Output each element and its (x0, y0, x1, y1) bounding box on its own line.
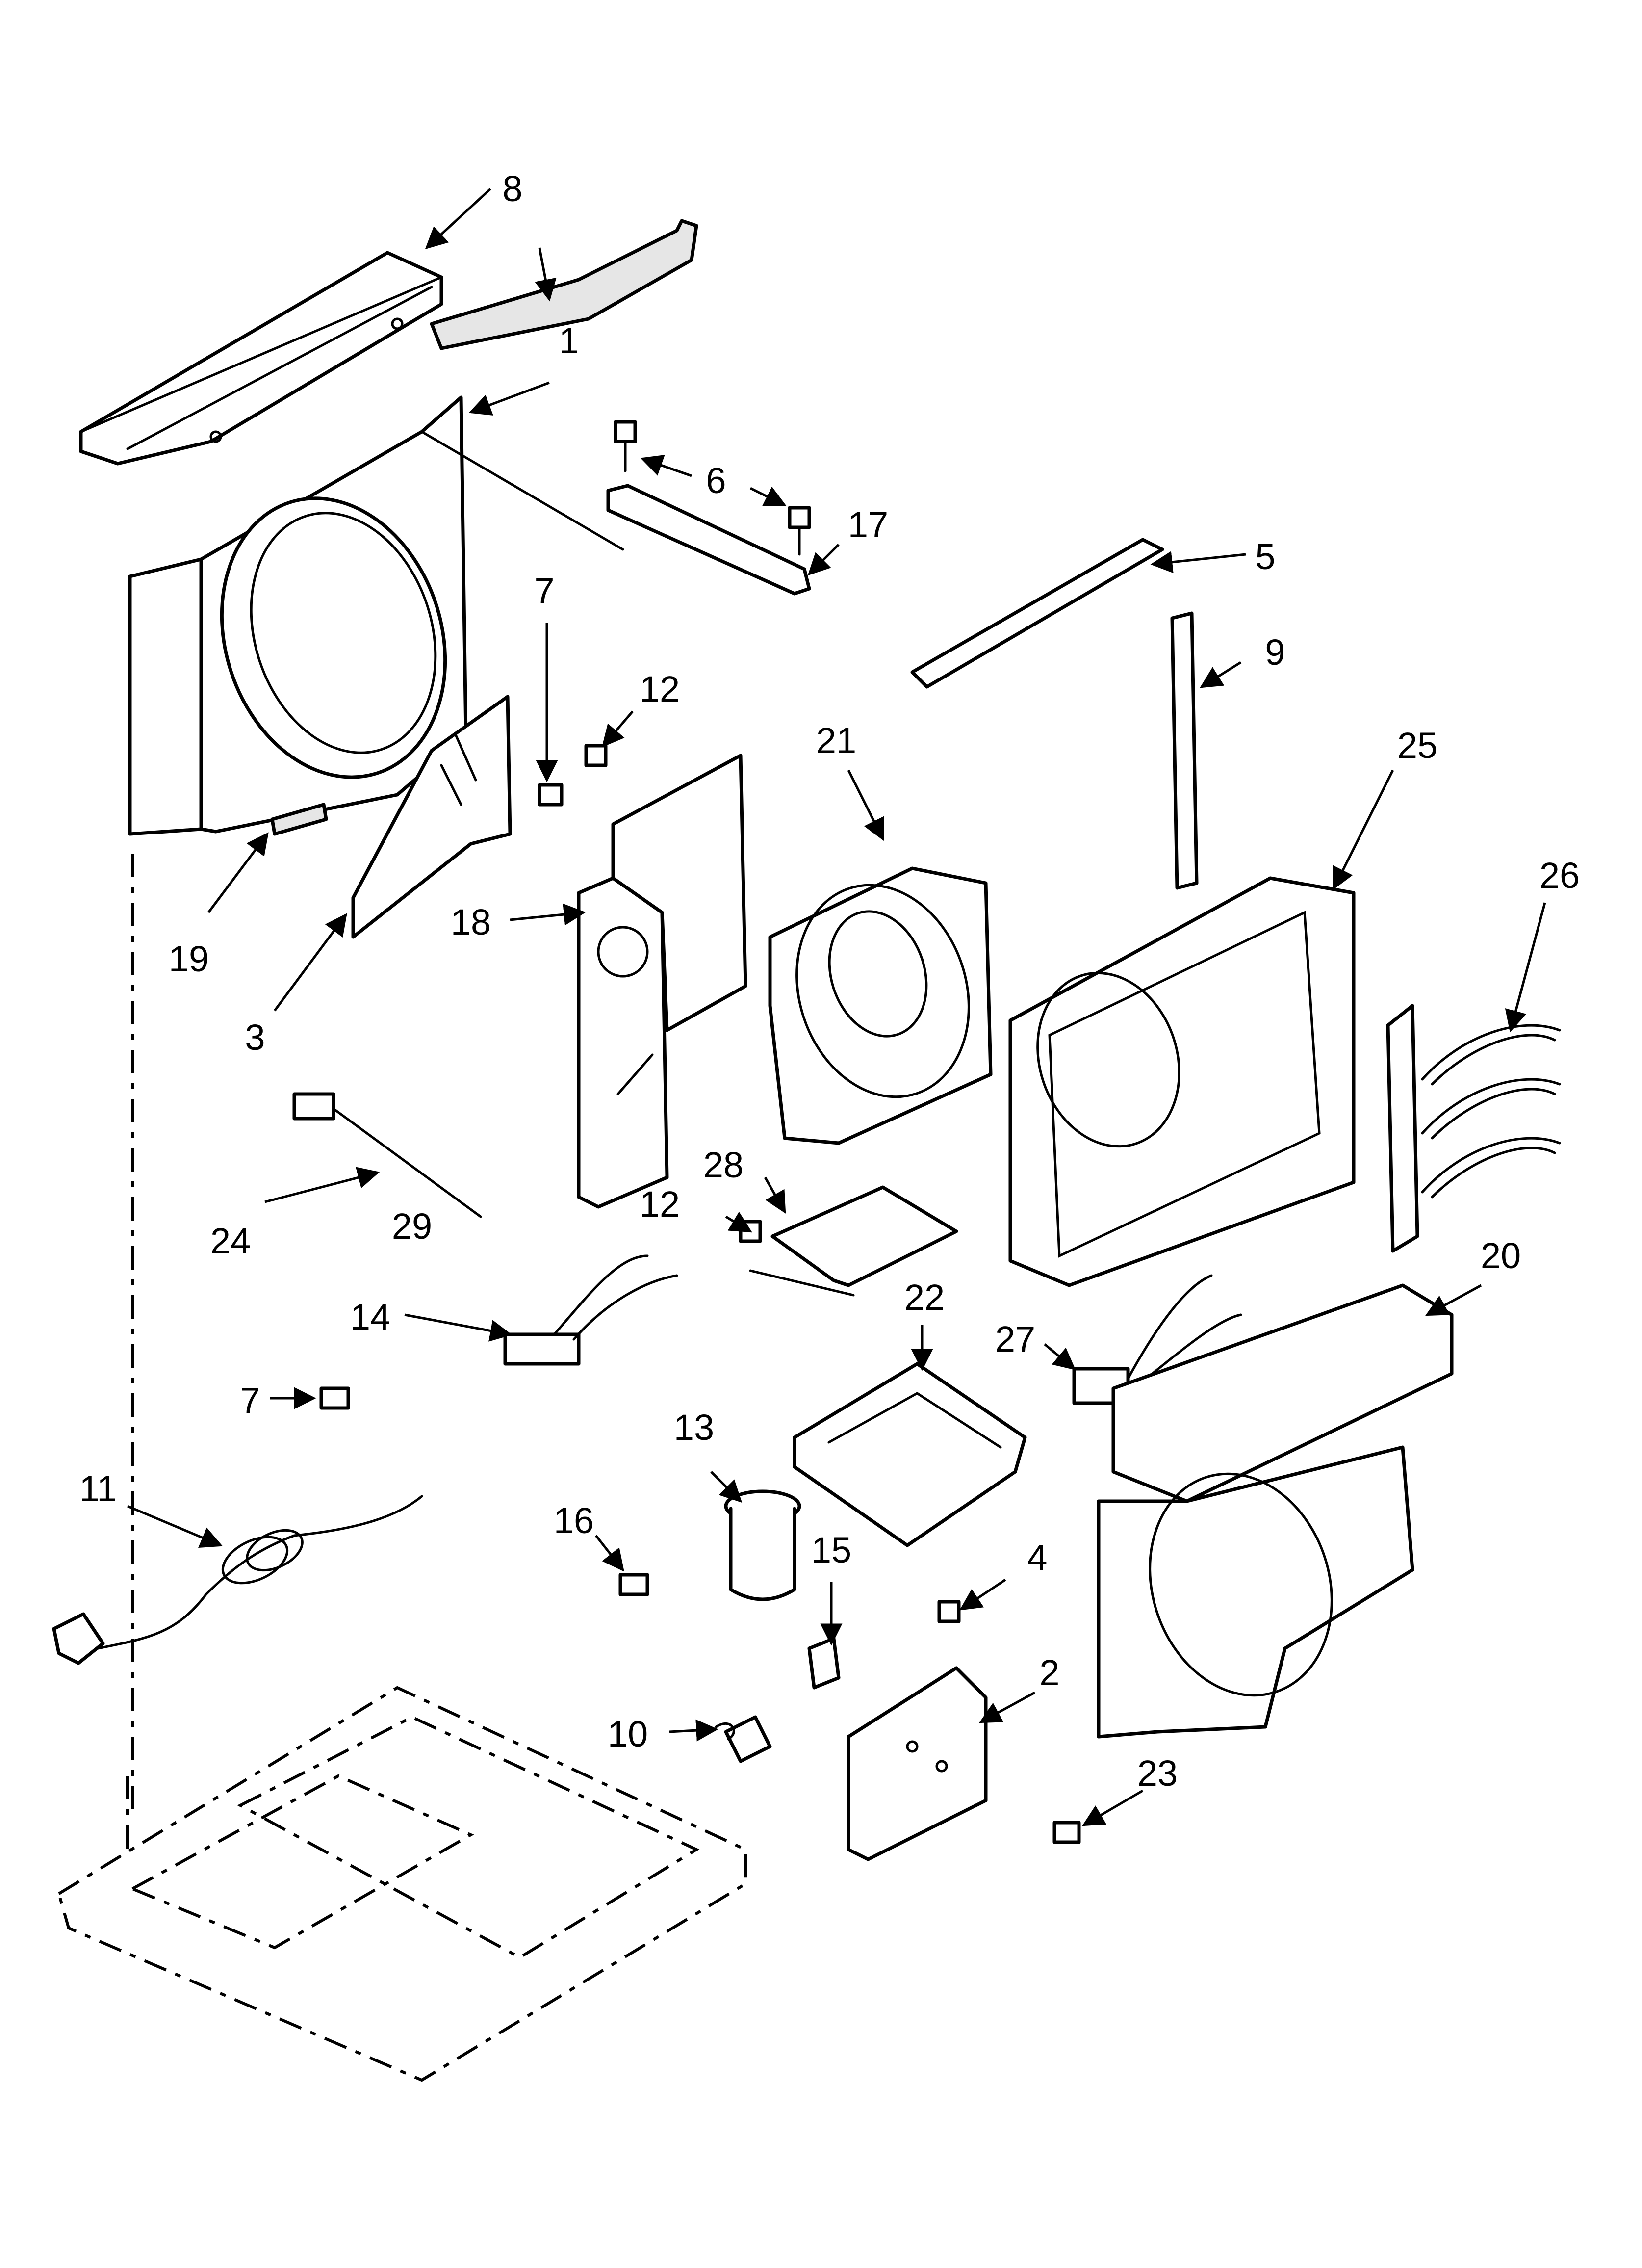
partition-frame (1008, 876, 1356, 1287)
callout-labels: 1 2 3 4 5 6 7 7 8 9 10 11 12 12 13 14 15… (79, 168, 1580, 1794)
side-seal-strip (1170, 611, 1199, 890)
callout-label: 21 (816, 720, 856, 761)
callout-label: 13 (674, 1407, 714, 1448)
callout-label: 4 (1027, 1537, 1047, 1578)
foam-seal-strip (430, 219, 698, 350)
callout-label: 18 (451, 902, 491, 942)
callout-label: 14 (350, 1297, 390, 1337)
rotary-switch (715, 1715, 772, 1763)
callout-label: 17 (848, 504, 888, 545)
callout-label: 28 (703, 1145, 744, 1185)
callout-label: 12 (640, 1184, 680, 1225)
callout-label: 22 (904, 1277, 945, 1318)
mounting-bracket (606, 484, 811, 596)
callout-label: 26 (1539, 855, 1580, 896)
callout-label: 20 (1481, 1235, 1521, 1276)
gasket-block (270, 803, 328, 836)
blower-housing (768, 866, 993, 1145)
screw-icon (614, 420, 811, 556)
callout-label: 2 (1039, 1652, 1059, 1693)
front-housing (1097, 1283, 1454, 1739)
callout-label: 6 (706, 460, 726, 501)
callout-label: 25 (1397, 725, 1437, 766)
base-pan (57, 1686, 747, 2082)
callout-label: 12 (640, 669, 680, 709)
callout-label: 24 (210, 1221, 251, 1261)
callout-label: 16 (554, 1500, 594, 1541)
electrical-box (793, 1362, 1027, 1547)
callout-label: 7 (240, 1380, 260, 1421)
mounting-plate (749, 1185, 958, 1297)
top-cover-panel (79, 251, 443, 466)
power-cord (52, 1495, 423, 1665)
wire-harness (503, 1254, 678, 1366)
callout-label: 10 (608, 1714, 648, 1754)
callout-label: 11 (79, 1468, 117, 1509)
heater-element (1386, 1004, 1561, 1253)
fan-shroud (128, 395, 624, 836)
control-bracket (577, 754, 747, 1209)
callout-label: 1 (559, 320, 579, 361)
thermostat-sensor (292, 1092, 482, 1218)
screw-icon (319, 744, 1081, 1844)
capacitor (724, 1489, 801, 1601)
switch-bracket (847, 1666, 988, 1861)
callout-label: 7 (534, 571, 554, 611)
callout-label: 23 (1137, 1753, 1178, 1794)
top-seal-strip (910, 538, 1164, 689)
wire-clip (807, 1637, 841, 1690)
callout-label: 27 (995, 1319, 1035, 1359)
callout-label: 9 (1265, 632, 1285, 673)
callout-label: 19 (169, 938, 209, 979)
callout-label: 3 (245, 1017, 265, 1058)
callout-label: 8 (502, 168, 522, 209)
callout-label: 29 (392, 1206, 432, 1247)
callout-label: 15 (811, 1530, 851, 1570)
callout-label: 5 (1255, 536, 1275, 577)
air-deflector (351, 695, 512, 939)
leader-lines (127, 188, 1546, 1826)
